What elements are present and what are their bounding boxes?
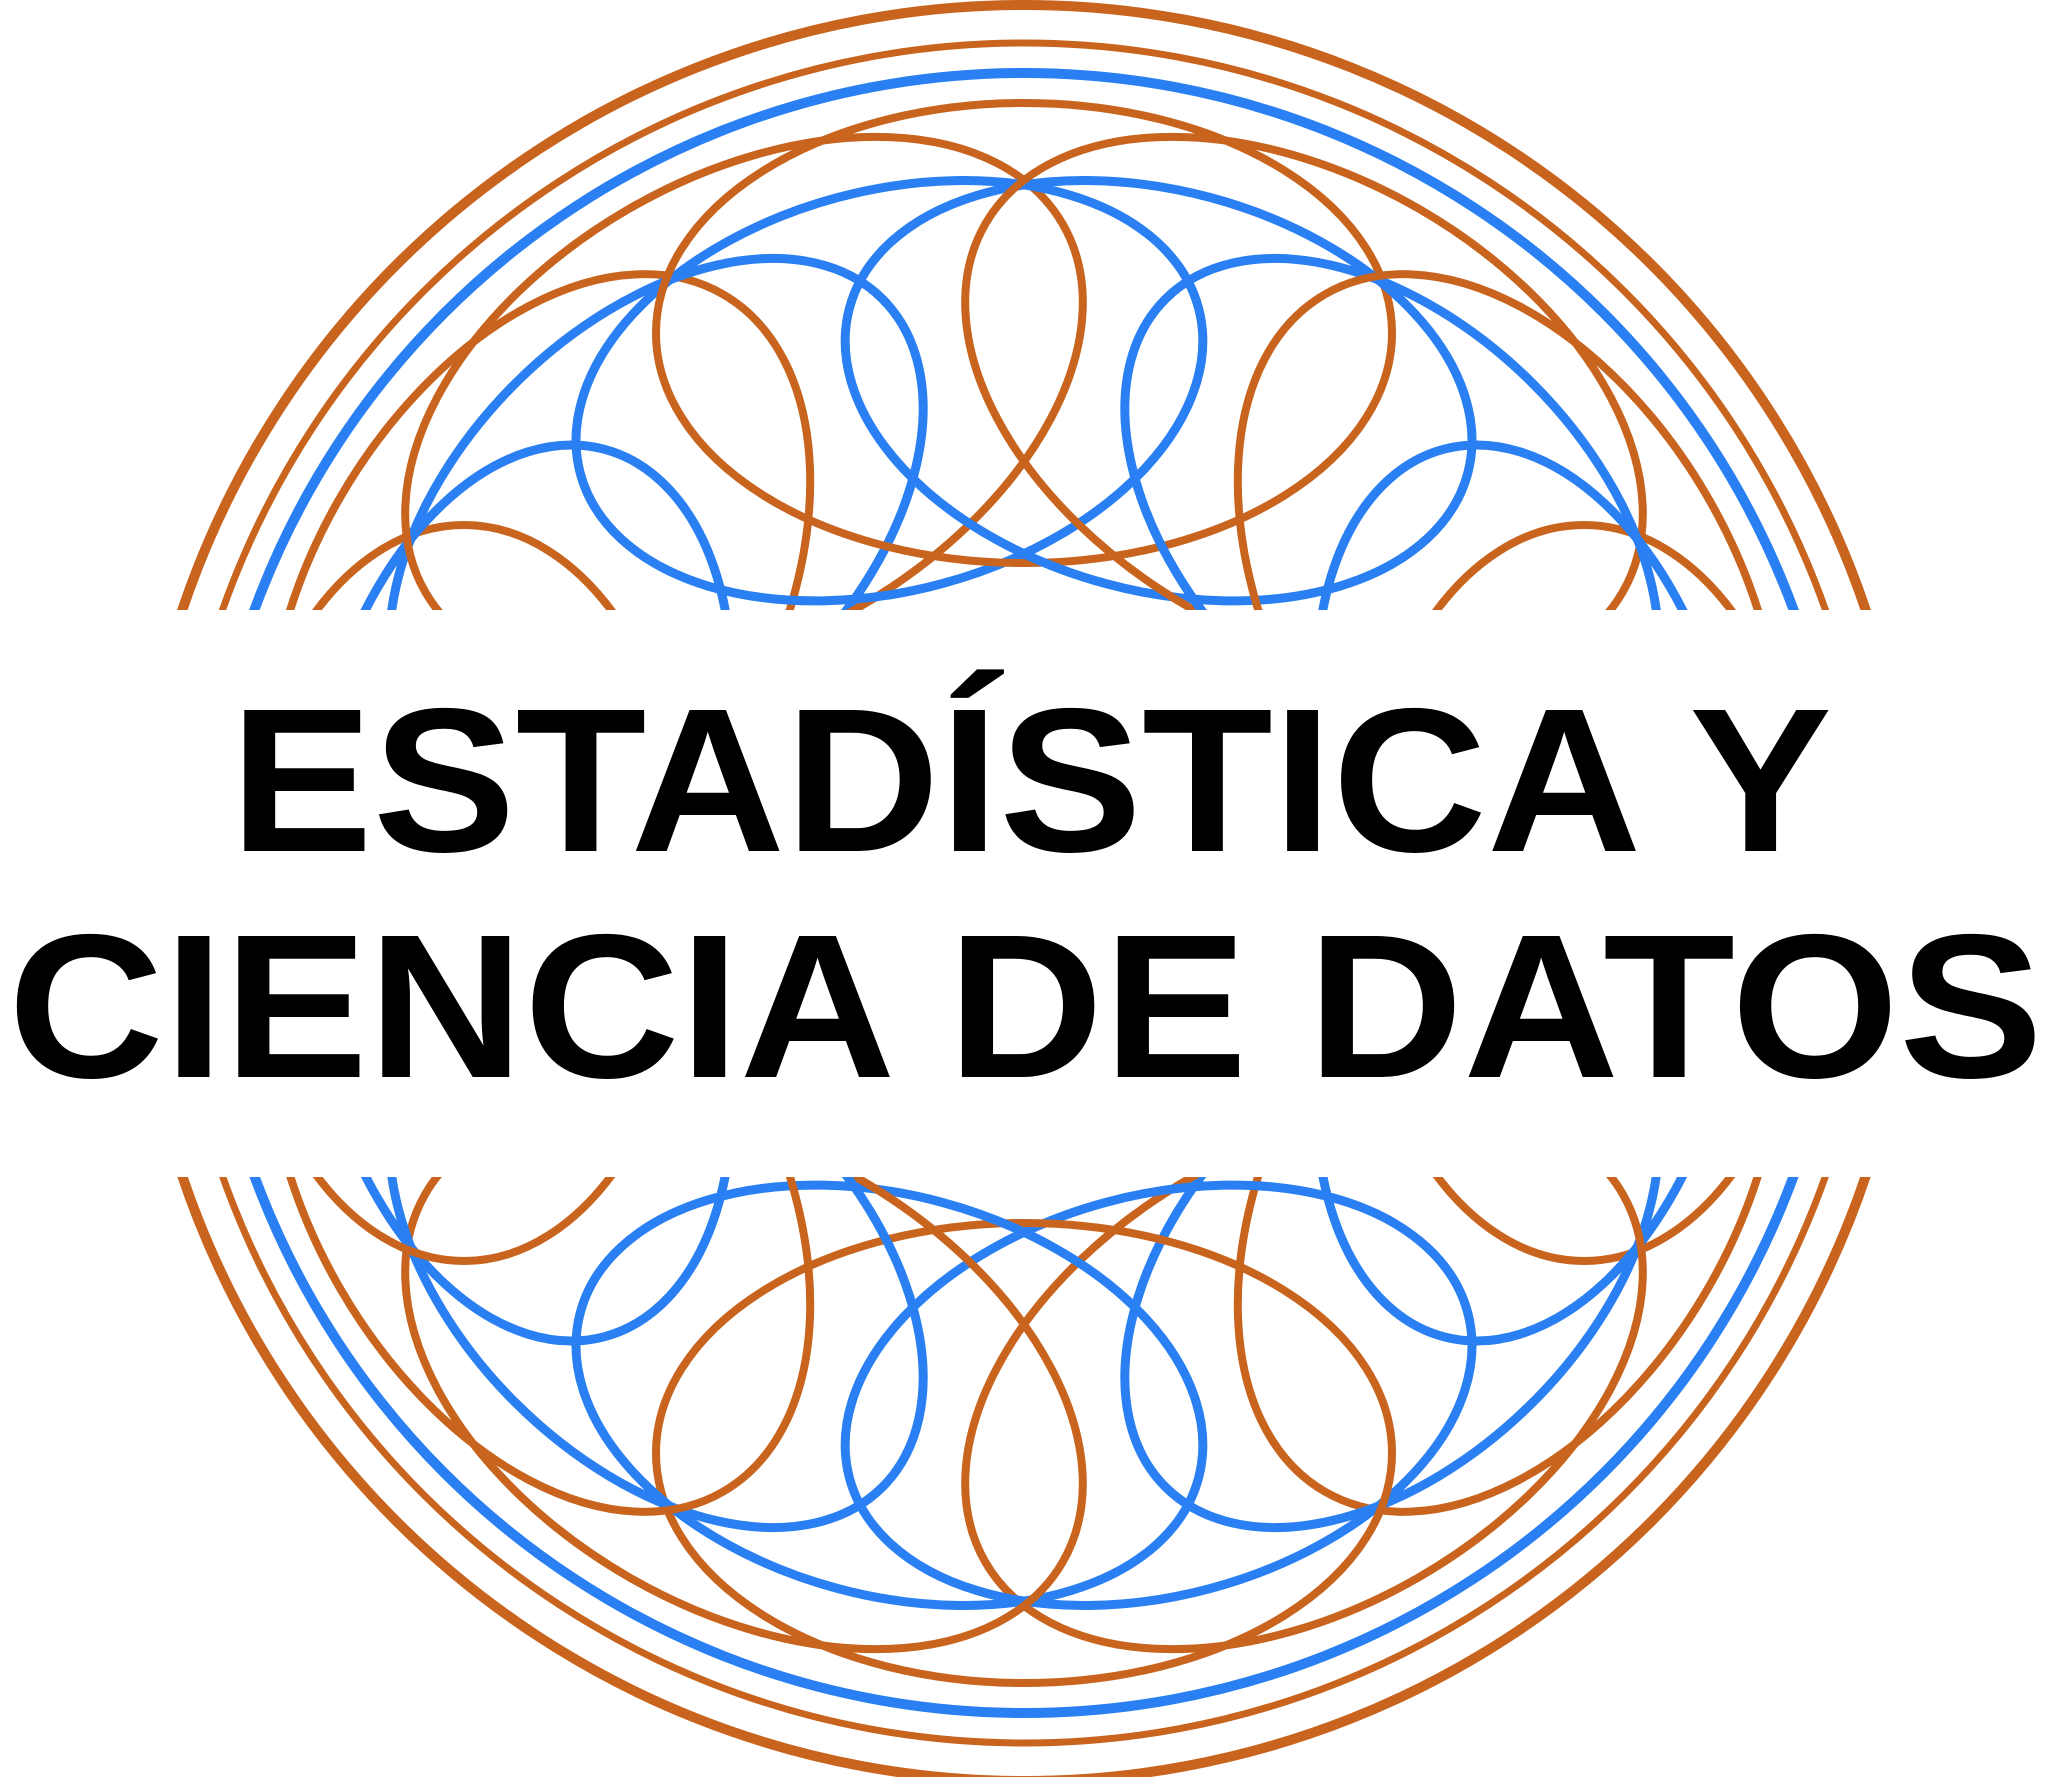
orange-petal	[401, 132, 1087, 610]
orange-petal	[263, 270, 815, 610]
blue-petal	[1311, 1177, 1741, 1346]
blue-petal	[571, 1180, 1208, 1610]
blue-petal	[1120, 1177, 1664, 1533]
blue-petal	[307, 1177, 737, 1346]
blue-petal	[384, 253, 928, 610]
orange-petal	[230, 521, 698, 610]
title-line-1: ESTADÍSTICA Y	[230, 666, 1832, 895]
inner-orange-ring	[219, 1177, 1829, 1747]
outer-orange-ring	[177, 0, 1871, 610]
blue-ring	[249, 1177, 1799, 1718]
title-line-2: CIENCIA DE DATOS	[8, 892, 2043, 1121]
orange-petal	[230, 1177, 698, 1265]
blue-petal	[840, 1180, 1477, 1610]
orange-petal	[1350, 521, 1818, 610]
orange-petal	[652, 99, 1396, 567]
rosette-bottom	[177, 1177, 1871, 1777]
orange-petal	[401, 1177, 1087, 1654]
blue-ring	[249, 68, 1799, 610]
blue-petal	[1311, 440, 1741, 610]
orange-petal	[961, 132, 1647, 610]
orange-petal	[1233, 270, 1785, 610]
orange-petal	[961, 1177, 1647, 1654]
blue-petal	[307, 440, 737, 610]
orange-petal	[1350, 1177, 1818, 1265]
blue-petal	[1120, 253, 1664, 610]
orange-petal	[652, 1219, 1396, 1687]
blue-petal	[840, 176, 1477, 606]
blue-petal	[571, 176, 1208, 606]
rosette-top	[177, 0, 1871, 610]
blue-petal	[384, 1177, 928, 1533]
inner-orange-ring	[219, 39, 1829, 610]
orange-petal	[1233, 1177, 1785, 1516]
orange-petal	[263, 1177, 815, 1516]
